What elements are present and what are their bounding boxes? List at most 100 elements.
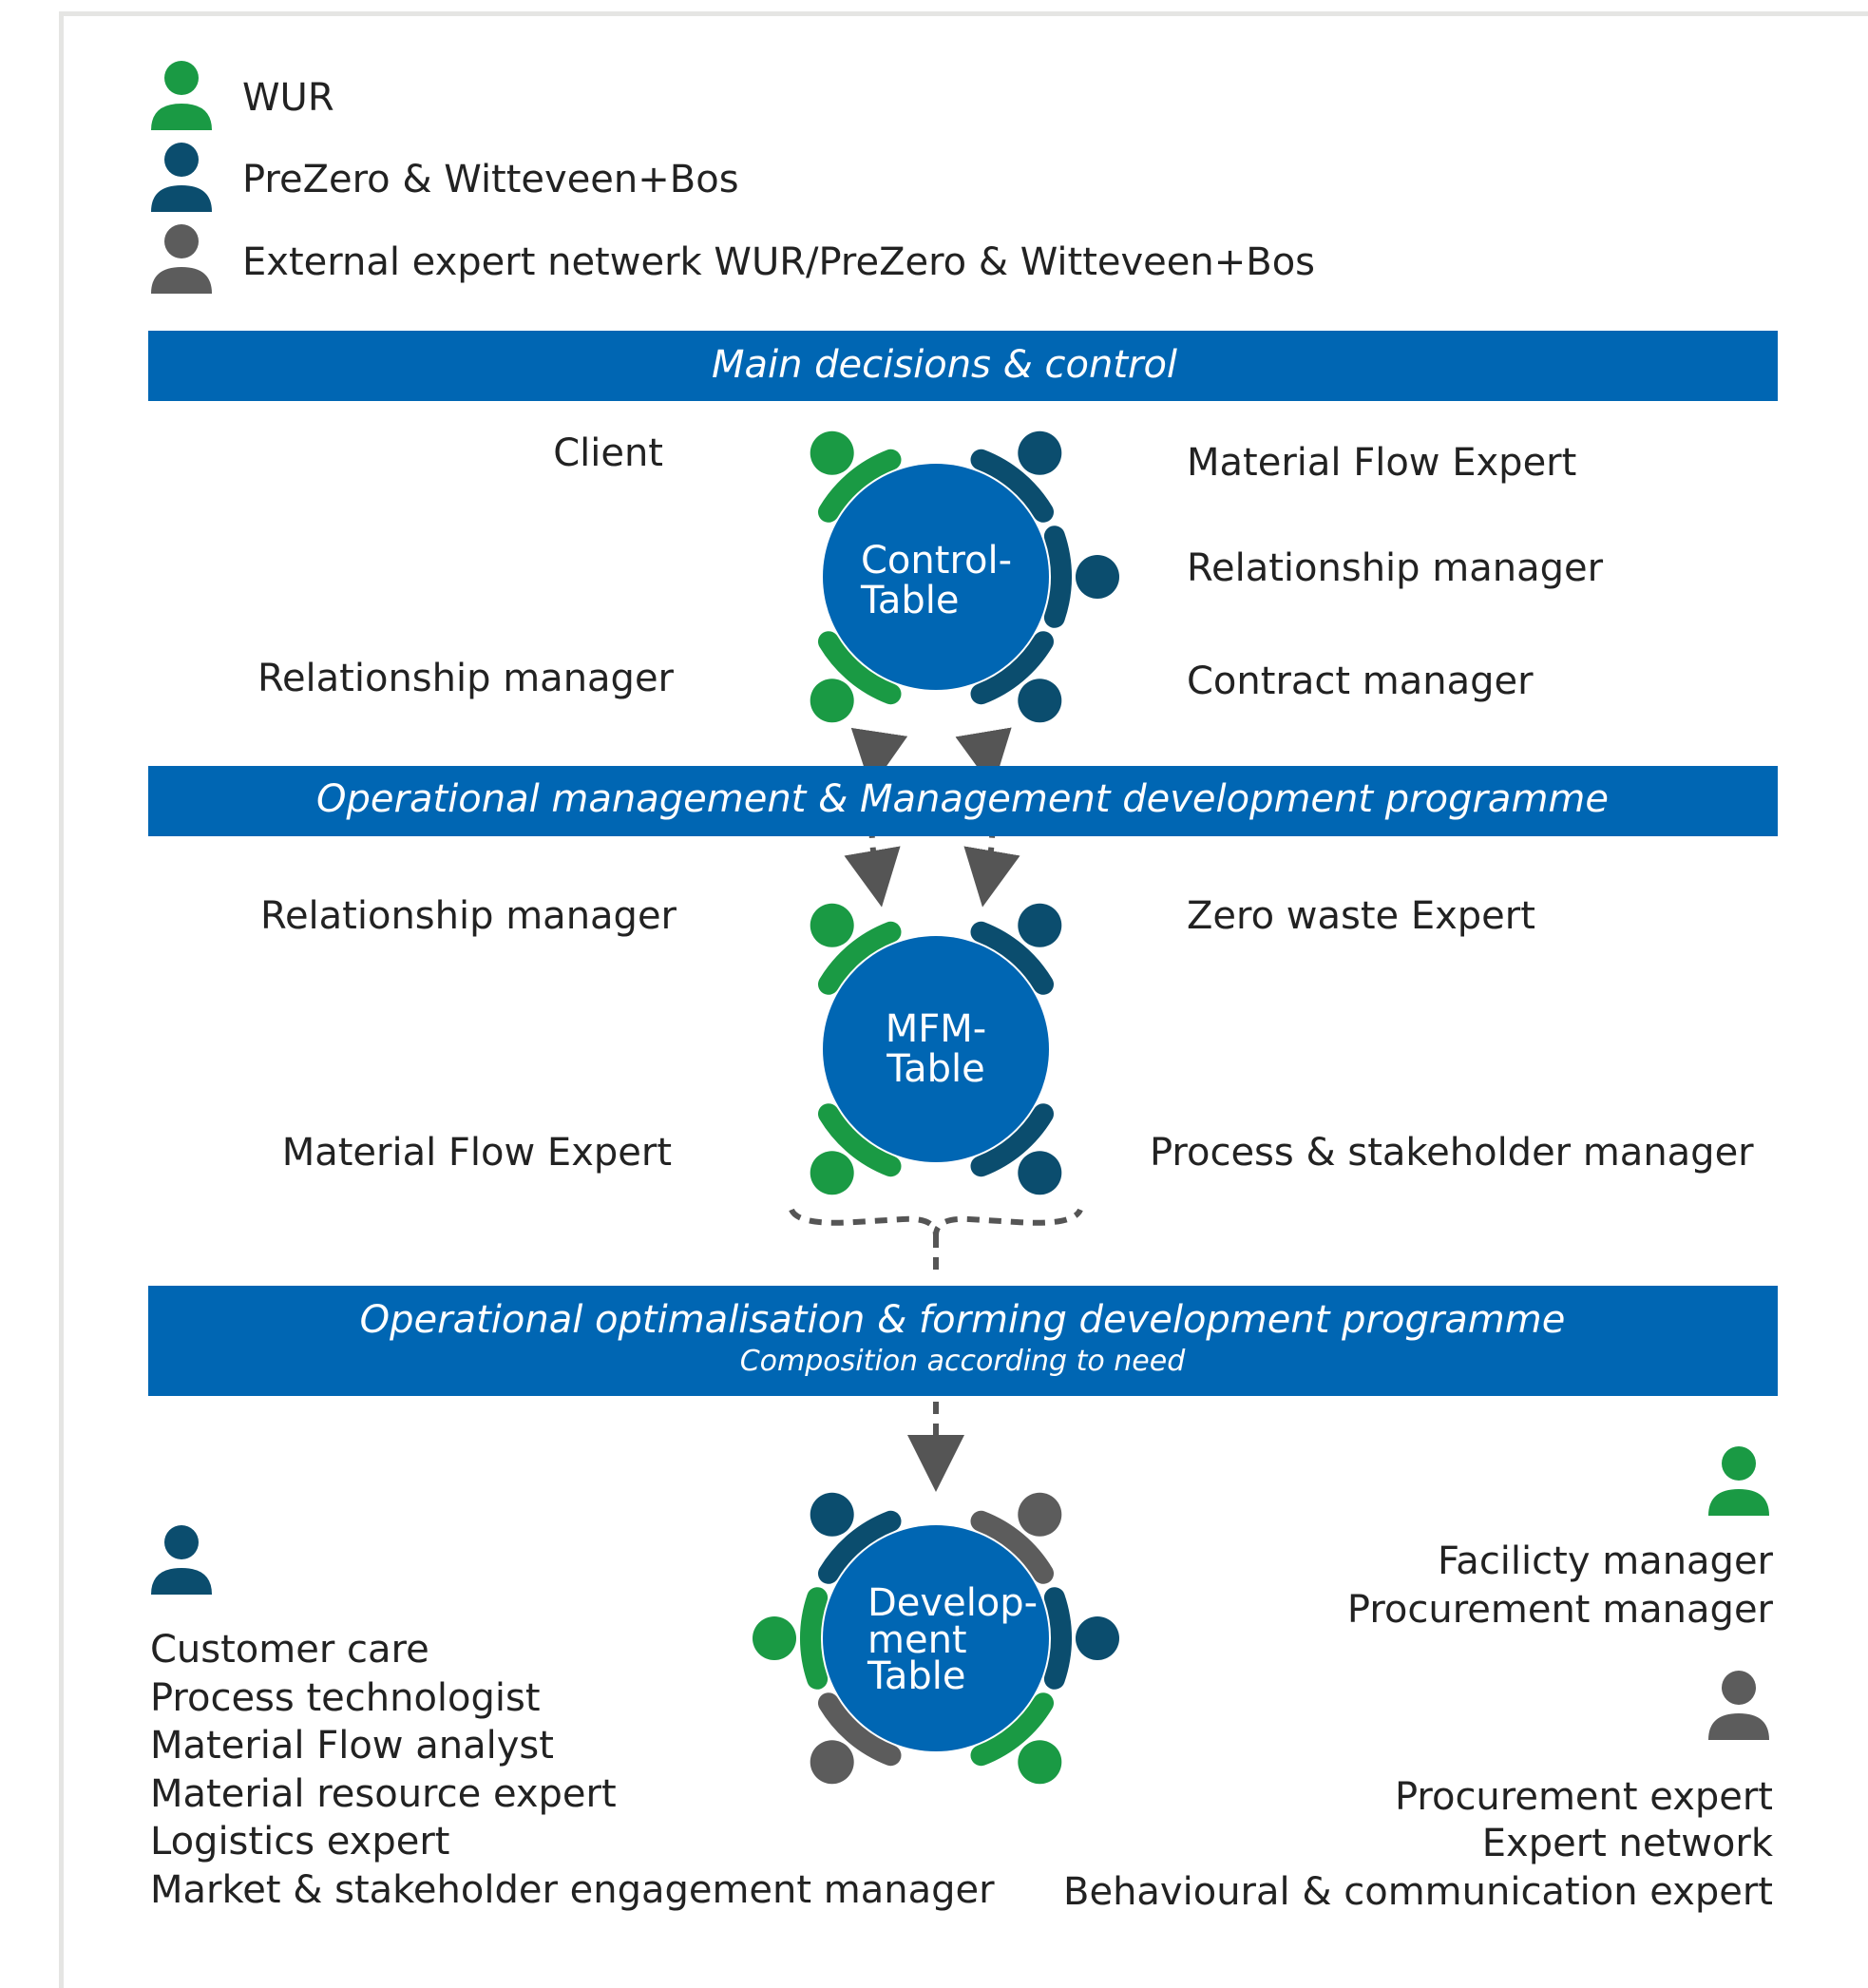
table-seat-person-icon <box>970 631 1062 723</box>
seat-shoulders <box>818 449 902 523</box>
band-optimalisation-title: Operational optimalisation & forming dev… <box>360 1298 1566 1342</box>
person-head <box>164 224 199 258</box>
legend-label-wur: WUR <box>242 76 334 120</box>
mfm-table-circle <box>823 936 1049 1162</box>
development-left-role: Logistics expert <box>150 1820 449 1864</box>
mfm-table-group: MFM- Table Relationship manager Material… <box>260 894 1754 1195</box>
table-seat-person-icon <box>810 903 902 995</box>
development-table-circle <box>823 1525 1049 1751</box>
person-head <box>164 143 199 177</box>
table-seat-person-icon <box>970 430 1062 523</box>
development-right-external-role: Behavioural & communication expert <box>1063 1870 1773 1914</box>
brace-dashed-line <box>789 1208 1083 1236</box>
control-table-group: Control- Table Client Relationship manag… <box>257 430 1604 723</box>
legend-label-external: External expert netwerk WUR/PreZero & Wi… <box>242 240 1315 284</box>
legend: WUR PreZero & Witteveen+Bos External exp… <box>151 61 1315 294</box>
person-body <box>151 185 212 212</box>
development-right-wur-person-icon <box>1708 1446 1769 1516</box>
table-seat-person-icon <box>810 430 902 523</box>
seat-head <box>810 1492 854 1537</box>
table-seat-person-icon <box>970 1692 1062 1785</box>
band-optimalisation-subtitle: Composition according to need <box>740 1345 1187 1378</box>
development-table-name-line2: ment <box>867 1618 967 1662</box>
band-operational-management: Operational management & Management deve… <box>148 766 1778 836</box>
person-body <box>151 104 212 130</box>
band-operational-optimalisation: Operational optimalisation & forming dev… <box>148 1286 1778 1396</box>
band-main-decisions: Main decisions & control <box>148 331 1778 401</box>
person-head <box>1722 1671 1756 1705</box>
seat-head <box>1076 1616 1119 1660</box>
mfm-label-process-stakeholder-manager: Process & stakeholder manager <box>1150 1131 1754 1175</box>
brace-connector <box>789 1208 1083 1278</box>
band-optimalisation-background <box>148 1286 1778 1396</box>
legend-wur-person-icon <box>151 61 212 130</box>
control-label-relationship-manager-left: Relationship manager <box>257 657 675 700</box>
seat-shoulders <box>818 631 902 705</box>
development-left-role: Material resource expert <box>150 1772 617 1816</box>
table-seat-person-icon <box>1043 526 1119 628</box>
control-table-circle <box>823 464 1049 690</box>
table-seat-person-icon <box>810 1492 902 1584</box>
seat-shoulders <box>970 1692 1054 1767</box>
control-label-material-flow-expert: Material Flow Expert <box>1187 441 1576 485</box>
person-body <box>151 1568 212 1595</box>
seat-shoulders <box>818 1510 902 1584</box>
table-seat-person-icon <box>970 1103 1062 1195</box>
seat-shoulders <box>970 1510 1054 1584</box>
seat-shoulders <box>970 631 1054 705</box>
band-operational-background <box>148 766 1778 836</box>
control-table-name-line1: Control- <box>861 539 1012 583</box>
seat-head <box>1018 1740 1062 1785</box>
table-seat-person-icon <box>810 1692 902 1785</box>
development-table-seats <box>753 1492 1119 1785</box>
mfm-label-relationship-manager: Relationship manager <box>260 894 677 938</box>
band-main-background <box>148 331 1778 401</box>
control-label-client: Client <box>553 431 663 475</box>
development-right-external-person-icon <box>1708 1671 1769 1740</box>
seat-head <box>1018 430 1062 475</box>
mfm-table-name-line1: MFM- <box>886 1007 986 1051</box>
seat-head <box>810 1151 854 1195</box>
development-right-external-role-list: Procurement expert Expert network Behavi… <box>1063 1775 1774 1914</box>
legend-prezero-person-icon <box>151 143 212 212</box>
person-head <box>1722 1446 1756 1481</box>
seat-shoulders <box>970 921 1054 995</box>
diagram-frame <box>59 11 1868 1988</box>
seat-head <box>810 903 854 947</box>
seat-shoulders <box>818 921 902 995</box>
person-body <box>1708 1713 1769 1740</box>
person-head <box>164 61 199 95</box>
mfm-table-name-line2: Table <box>886 1047 984 1091</box>
person-body <box>151 267 212 294</box>
person-body <box>1708 1489 1769 1516</box>
seat-head <box>753 1616 796 1660</box>
development-left-role: Market & stakeholder engagement manager <box>150 1868 995 1912</box>
seat-head <box>1076 555 1119 599</box>
control-label-relationship-manager-right: Relationship manager <box>1187 546 1604 590</box>
table-seat-person-icon <box>810 631 902 723</box>
seat-head <box>1018 1151 1062 1195</box>
seat-head <box>810 430 854 475</box>
mfm-label-material-flow-expert: Material Flow Expert <box>282 1131 672 1175</box>
band-main-title: Main decisions & control <box>712 343 1177 387</box>
seat-head <box>810 679 854 723</box>
seat-shoulders <box>970 449 1054 523</box>
development-left-role: Customer care <box>150 1628 429 1672</box>
mfm-table-seats <box>810 903 1062 1195</box>
seat-head <box>1018 903 1062 947</box>
seat-shoulders <box>818 1103 902 1177</box>
seat-shoulders <box>1043 526 1073 628</box>
development-right-external-role: Procurement expert <box>1395 1775 1773 1819</box>
band-operational-title: Operational management & Management deve… <box>316 777 1609 821</box>
seat-shoulders <box>970 1103 1054 1177</box>
development-left-role: Process technologist <box>150 1676 541 1720</box>
development-left-role: Material Flow analyst <box>150 1724 554 1768</box>
mfm-label-zero-waste-expert: Zero waste Expert <box>1187 894 1535 938</box>
table-seat-person-icon <box>753 1587 829 1690</box>
seat-head <box>810 1740 854 1785</box>
seat-shoulders <box>818 1692 902 1767</box>
seat-shoulders <box>1043 1587 1073 1690</box>
control-table-seats <box>810 430 1119 723</box>
control-label-contract-manager: Contract manager <box>1187 659 1534 703</box>
